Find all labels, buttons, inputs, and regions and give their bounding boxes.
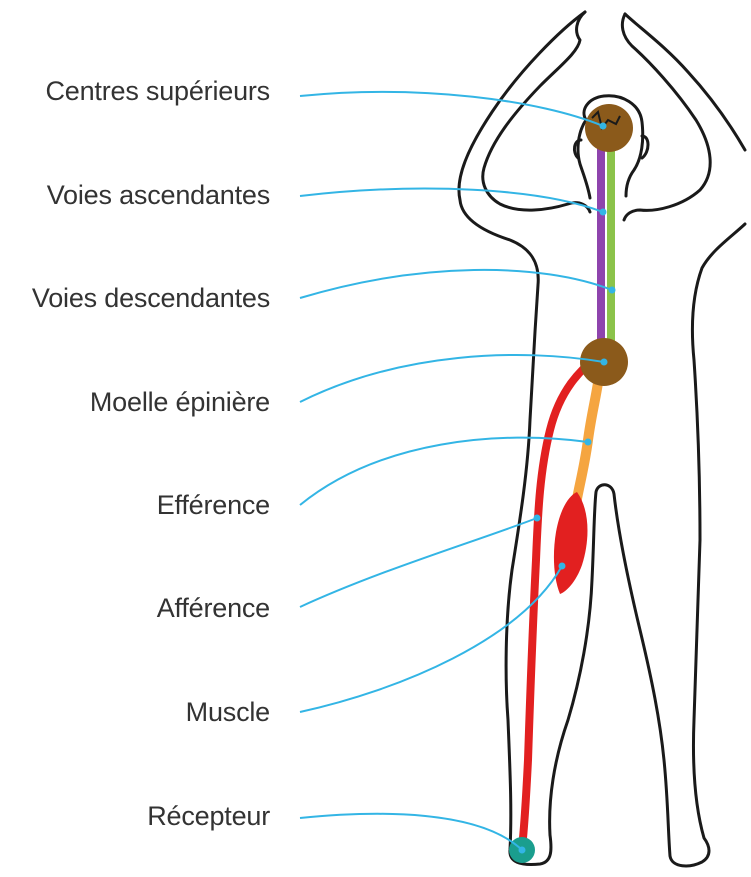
ascending-pathway (597, 140, 605, 352)
left-arm-outline (483, 12, 590, 212)
leader-muscle (300, 566, 562, 712)
dot-efference (585, 439, 592, 446)
dot-recepteur (519, 847, 526, 854)
brain-centre (585, 104, 633, 152)
right-arm-inner (622, 14, 710, 220)
dot-muscle (559, 563, 566, 570)
dot-descendantes (609, 287, 616, 294)
muscle-shape (554, 492, 588, 594)
leader-centres (300, 92, 603, 126)
label-efference: Efférence (157, 490, 270, 520)
dot-afference (534, 515, 541, 522)
dot-ascendantes (600, 209, 607, 216)
leader-recepteur (300, 814, 522, 850)
leader-descendantes (300, 270, 612, 298)
leader-moelle (300, 355, 604, 402)
dot-moelle (601, 359, 608, 366)
label-afference: Afférence (157, 593, 270, 623)
label-moelle-epiniere: Moelle épinière (90, 387, 270, 417)
dot-centres (600, 123, 607, 130)
leader-ascendantes (300, 189, 603, 212)
label-recepteur: Récepteur (147, 801, 270, 831)
leader-afference (300, 518, 537, 607)
label-voies-ascendantes: Voies ascendantes (47, 180, 270, 210)
label-centres-superieurs: Centres supérieurs (45, 76, 270, 106)
descending-pathway (607, 140, 615, 352)
pathways (509, 104, 633, 863)
label-voies-descendantes: Voies descendantes (32, 283, 270, 313)
label-muscle: Muscle (186, 697, 270, 727)
